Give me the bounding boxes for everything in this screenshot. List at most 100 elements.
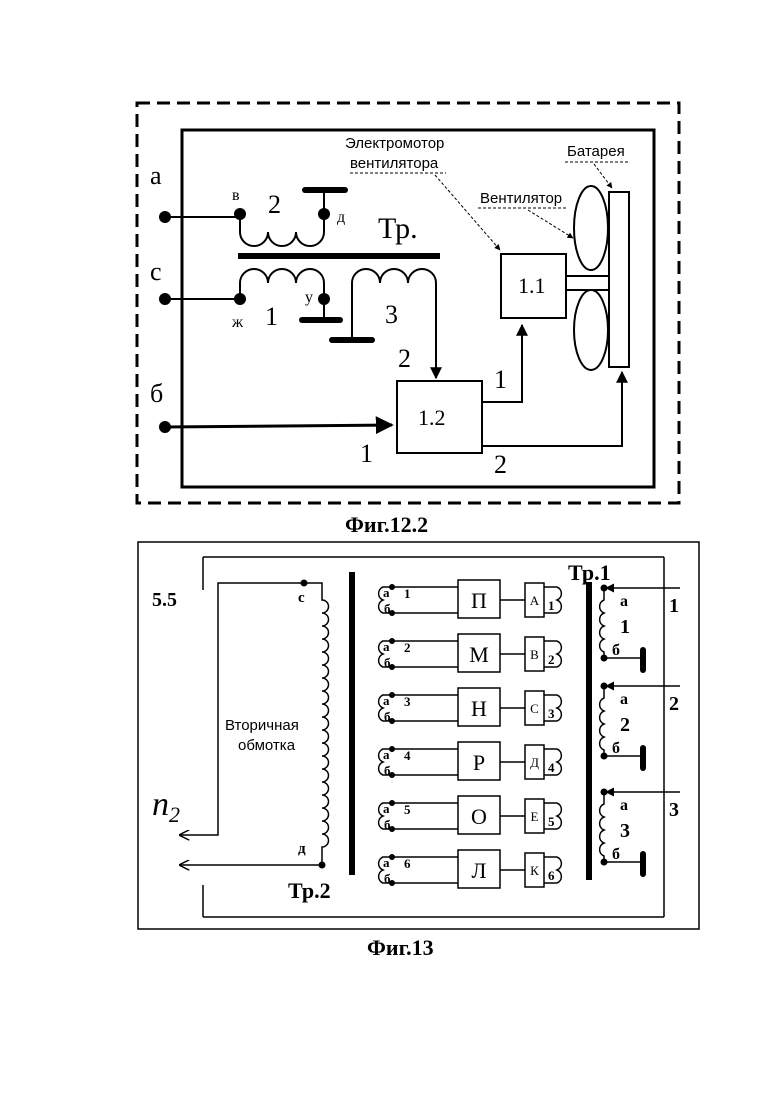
primary-winding: аб22 bbox=[600, 683, 680, 769]
winding-3-coil bbox=[352, 269, 436, 300]
input-number: 3 bbox=[669, 799, 679, 821]
figure-12-2-caption: Фиг.12.2 bbox=[345, 512, 428, 537]
coil-row: аб4РД4 bbox=[379, 742, 562, 780]
fan-label: Вентилятор bbox=[480, 190, 562, 207]
winding-coil bbox=[600, 686, 604, 756]
motor-label-leader bbox=[435, 175, 500, 250]
coil-pin-b: б bbox=[384, 817, 391, 832]
coil-pin-b: б bbox=[384, 655, 391, 670]
transformer-label: Тр. bbox=[378, 212, 418, 245]
pin-zh-label: ж bbox=[231, 314, 244, 331]
coil-pin-a: а bbox=[383, 855, 390, 870]
pin-d-label: д bbox=[337, 209, 345, 226]
coil-pin-a: а bbox=[383, 747, 390, 762]
winding-2-number: 2 bbox=[268, 190, 281, 219]
winding-number: 1 bbox=[620, 616, 630, 638]
letter-box-label: Л bbox=[472, 858, 487, 883]
coil-pin-b: б bbox=[384, 871, 391, 886]
wire-b bbox=[165, 425, 392, 427]
right-coil bbox=[557, 857, 561, 883]
winding-pin-a: а bbox=[620, 593, 628, 610]
battery-label: Батарея bbox=[567, 143, 625, 160]
right-coil-number: 5 bbox=[548, 814, 555, 829]
coil-row: аб2МВ2 bbox=[379, 634, 562, 672]
sub-box-label: В bbox=[530, 647, 539, 662]
right-coil-number: 2 bbox=[548, 652, 555, 667]
sub-box-label: Д bbox=[530, 755, 539, 770]
winding-coil bbox=[600, 792, 604, 862]
line-out-2-label: 2 bbox=[494, 450, 507, 479]
winding-pin-a: а bbox=[620, 691, 628, 708]
coil-row-number: 3 bbox=[404, 694, 411, 709]
pin-u-label: у bbox=[305, 289, 313, 306]
coil-row: аб6ЛК6 bbox=[379, 850, 562, 888]
sub-box-label: Е bbox=[531, 809, 539, 824]
line-in-1-label: 1 bbox=[360, 439, 373, 468]
winding-coil bbox=[600, 588, 604, 658]
coil-pin-a: а bbox=[383, 801, 390, 816]
coil-pin-a: а bbox=[383, 585, 390, 600]
sub-box-label: А bbox=[530, 593, 540, 608]
primary-winding: аб33 bbox=[600, 789, 680, 875]
winding-3-number: 3 bbox=[385, 300, 398, 329]
motor-label-line2: вентилятора bbox=[350, 155, 439, 172]
coil-row: аб1ПА1 bbox=[379, 580, 562, 618]
pin-c-label: с bbox=[298, 590, 305, 606]
winding-pin-b: б bbox=[612, 846, 620, 863]
battery-label-leader bbox=[594, 164, 612, 188]
right-coil bbox=[557, 803, 561, 829]
winding-number: 2 bbox=[620, 714, 630, 736]
coil-row-number: 4 bbox=[404, 748, 411, 763]
coil-row-number: 5 bbox=[404, 802, 411, 817]
battery bbox=[609, 192, 629, 367]
coil-row: аб5ОЕ5 bbox=[379, 796, 562, 834]
figure-12-2: а с б в д 2 Тр. ж у 1 3 2 bbox=[137, 103, 679, 537]
terminal-c-label: с bbox=[150, 257, 162, 286]
tr1-label: Тр.1 bbox=[568, 560, 611, 585]
primary-winding: аб11 bbox=[600, 585, 680, 671]
right-coil-number: 3 bbox=[548, 706, 555, 721]
coil-rows: аб1ПА1аб2МВ2аб3НС3аб4РД4аб5ОЕ5аб6ЛК6 bbox=[379, 580, 562, 888]
coil-row-number: 6 bbox=[404, 856, 411, 871]
label-5-5: 5.5 bbox=[152, 589, 177, 611]
motor-block-label: 1.1 bbox=[518, 273, 546, 298]
outer-frame bbox=[138, 542, 699, 929]
motor-label-line1: Электромотор bbox=[345, 135, 444, 152]
winding-1-number: 1 bbox=[265, 302, 278, 331]
letter-box-label: М bbox=[469, 642, 489, 667]
coil-pin-b: б bbox=[384, 601, 391, 616]
right-coil-number: 1 bbox=[548, 598, 555, 613]
coil-pin-a: а bbox=[383, 639, 390, 654]
right-coil bbox=[557, 749, 561, 775]
letter-box-label: П bbox=[471, 588, 487, 613]
line-out-1-label: 1 bbox=[494, 365, 507, 394]
n2-label: n2 bbox=[152, 786, 180, 827]
right-coil-number: 6 bbox=[548, 868, 555, 883]
right-coil bbox=[557, 587, 561, 613]
tr2-label: Тр.2 bbox=[288, 878, 331, 903]
terminal-a-label: а bbox=[150, 161, 162, 190]
letter-box-label: Н bbox=[471, 696, 487, 721]
right-coil bbox=[557, 641, 561, 667]
coil-row: аб3НС3 bbox=[379, 688, 562, 726]
line-in-2-label: 2 bbox=[398, 344, 411, 373]
fan-blade-bottom bbox=[574, 290, 608, 370]
fan-label-leader bbox=[528, 210, 573, 238]
output-wire-upper bbox=[180, 583, 304, 835]
winding-pin-a: а bbox=[620, 797, 628, 814]
fan-blade-top bbox=[574, 186, 608, 270]
input-number: 1 bbox=[669, 595, 679, 617]
pin-d-label-13: д bbox=[298, 841, 306, 857]
coil-row-number: 2 bbox=[404, 640, 411, 655]
secondary-label-line2: обмотка bbox=[238, 737, 296, 754]
right-coil bbox=[557, 695, 561, 721]
coil-pin-b: б bbox=[384, 709, 391, 724]
figure-13-caption: Фиг.13 bbox=[367, 935, 434, 960]
letter-box-label: О bbox=[471, 804, 487, 829]
winding-2-coil bbox=[240, 214, 324, 246]
winding-pin-b: б bbox=[612, 642, 620, 659]
input-number: 2 bbox=[669, 693, 679, 715]
terminal-b-label: б bbox=[150, 379, 163, 408]
sub-box-label: К bbox=[530, 863, 539, 878]
